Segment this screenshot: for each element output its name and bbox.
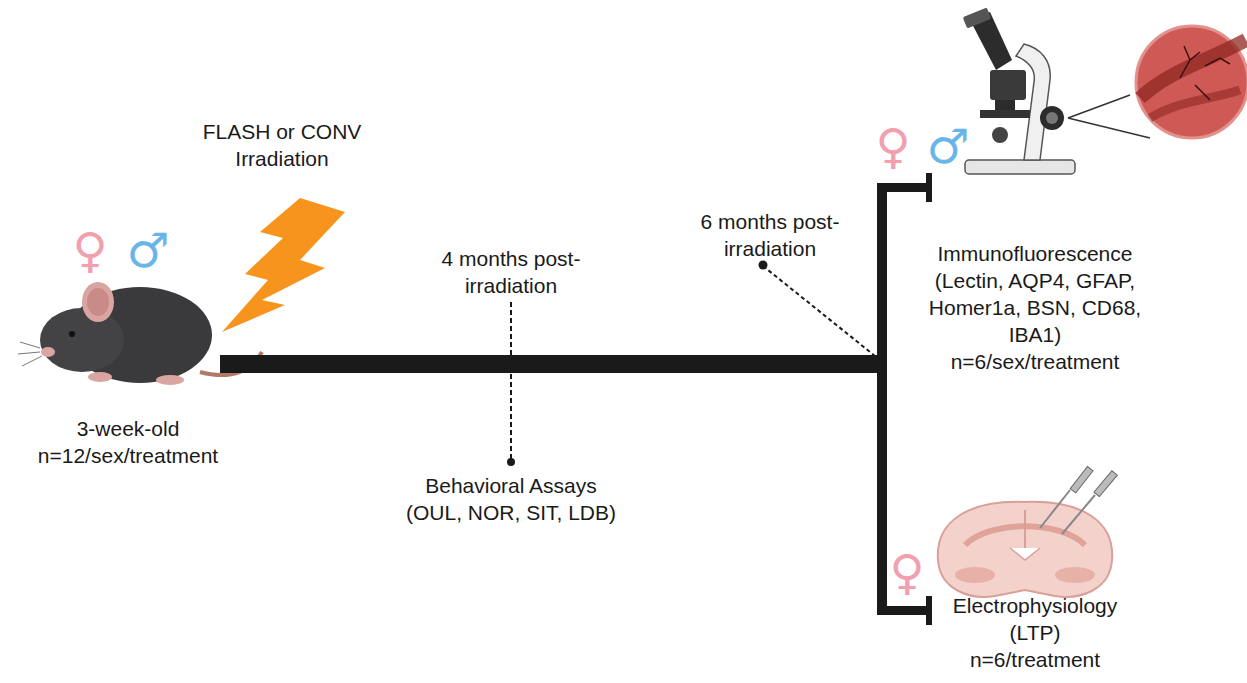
timepoint-label: 6 months post-irradiation: [680, 208, 860, 262]
milestone-line: [763, 266, 880, 360]
brain-section: [938, 467, 1117, 597]
sample-size: n=6/treatment: [930, 646, 1140, 673]
milestone-line: [510, 302, 512, 460]
age-label: 3-week-old: [28, 415, 228, 442]
male-symbol: ♂: [923, 122, 973, 170]
vessel-zoom: [1136, 26, 1247, 138]
female-symbol: ♀: [868, 122, 918, 170]
female-symbol: ♀: [882, 548, 932, 596]
timeline-bar: [220, 355, 886, 373]
assay-label: Behavioral Assays (OUL, NOR, SIT, LDB): [396, 472, 626, 526]
branch-bracket: [877, 173, 932, 625]
sample-size: n=12/sex/treatment: [13, 442, 243, 469]
milestone-dot: [507, 458, 515, 466]
microscope-figure: [963, 8, 1150, 174]
lightning-bolt: [222, 198, 345, 332]
assay-label: Electrophysiology (LTP): [930, 592, 1140, 646]
treatment-label: FLASH or CONV Irradiation: [187, 118, 377, 172]
assay-label: Immunofluorescence (Lectin, AQP4, GFAP, …: [910, 240, 1160, 348]
male-symbol: ♂: [123, 226, 173, 274]
milestone-dot: [759, 261, 768, 270]
timepoint-label: 4 months post-irradiation: [426, 245, 596, 299]
sample-size: n=6/sex/treatment: [910, 348, 1160, 375]
female-symbol: ♀: [65, 226, 115, 274]
